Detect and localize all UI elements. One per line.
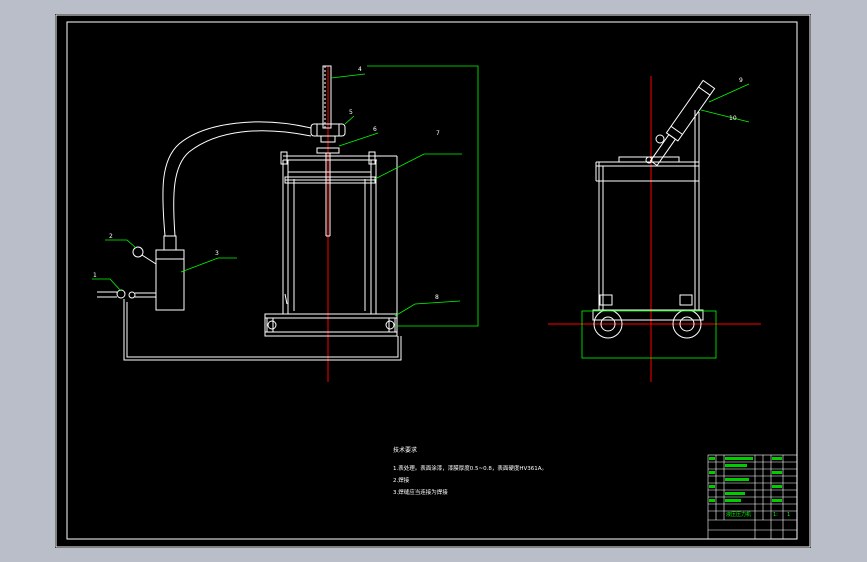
part-numbers: 1 2 3 4 5 6 7 8 9 10 — [93, 66, 743, 301]
front-view — [97, 65, 402, 382]
leader-frame-line — [367, 65, 479, 327]
part-label-10: 10 — [729, 115, 737, 122]
title-block-text: 液压压力机 1: 1 — [726, 511, 790, 518]
leader-1 — [92, 278, 122, 292]
drawing-sheet: 1 — [787, 512, 790, 518]
part-label-4: 4 — [358, 66, 362, 73]
hydraulic-hose — [162, 121, 312, 237]
leader-9 — [708, 83, 750, 103]
drawing-title: 液压压力机 — [726, 511, 751, 518]
leader-6 — [338, 132, 379, 147]
part-label-6: 6 — [373, 126, 377, 133]
leader-10 — [700, 109, 750, 123]
inner-border — [66, 21, 798, 540]
front-view-leaders — [92, 65, 479, 327]
part-label-9: 9 — [739, 77, 743, 84]
outer-border — [55, 14, 811, 548]
part-label-5: 5 — [349, 109, 353, 116]
base-envelope — [581, 310, 717, 359]
pump-body — [155, 249, 185, 311]
inclined-cylinder — [649, 79, 716, 167]
notes-heading: 技术要求 — [393, 446, 417, 454]
leader-4 — [330, 73, 366, 79]
part-label-1: 1 — [93, 272, 97, 279]
side-view-leaders — [581, 83, 750, 359]
pump-neck — [163, 235, 177, 251]
piston-rod — [322, 65, 332, 129]
wheel-left — [593, 309, 623, 339]
part-label-7: 7 — [436, 130, 440, 137]
leader-2 — [105, 239, 137, 249]
part-label-3: 3 — [215, 250, 219, 257]
notes-line-3: 3.焊缝应当连接为焊接 — [393, 488, 448, 496]
leader-5 — [344, 115, 355, 125]
technical-notes: 技术要求 1.表处理。表面涂漆，漆膜厚度0.5~0.8，表面硬度HV361A。 … — [393, 446, 547, 496]
wheel-right — [672, 309, 702, 339]
part-label-8: 8 — [435, 294, 439, 301]
cad-drawing-sheet: 1 2 3 4 5 6 7 8 9 10 技术要求 1.表处理。表面涂漆，漆膜厚… — [55, 14, 811, 548]
leader-3 — [180, 257, 237, 273]
drawing-scale: 1: — [773, 512, 778, 518]
side-view — [548, 76, 761, 382]
part-label-2: 2 — [109, 233, 113, 240]
inlet-valve — [116, 289, 126, 299]
notes-line-2: 2.焊接 — [393, 476, 410, 484]
leader-7 — [374, 153, 462, 180]
cart-tray — [618, 156, 680, 163]
ram-plate — [316, 147, 340, 154]
press-base — [264, 313, 398, 337]
pressure-gauge — [132, 246, 144, 258]
return-pipe — [123, 299, 402, 361]
notes-line-1: 1.表处理。表面涂漆，漆膜厚度0.5~0.8，表面硬度HV361A。 — [393, 464, 547, 472]
assembly-drawing: 1 2 3 4 5 6 7 8 9 10 技术要求 1.表处理。表面涂漆，漆膜厚… — [55, 14, 811, 548]
leader-8 — [394, 300, 461, 317]
title-block — [707, 454, 798, 540]
cylinder-pivot — [655, 134, 665, 144]
